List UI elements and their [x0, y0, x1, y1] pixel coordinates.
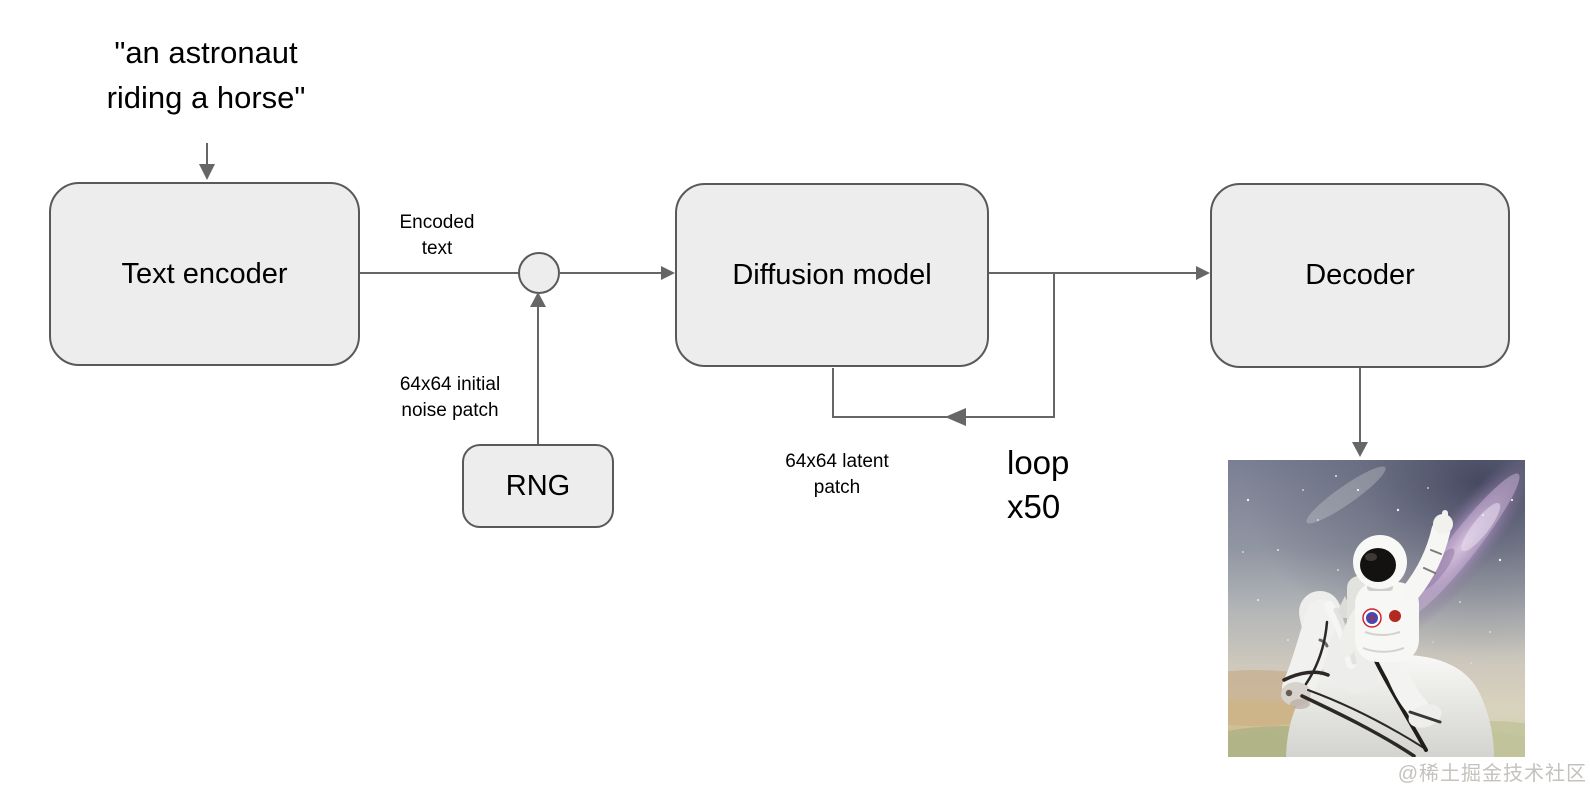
- label-encoded-text: Encoded text: [399, 212, 475, 259]
- label-initial-noise-patch: 64x64 initial noise patch: [399, 374, 501, 421]
- merge-junction-circle: [518, 252, 560, 294]
- watermark: @稀土掘金技术社区: [1397, 763, 1587, 785]
- node-rng: RNG: [462, 444, 614, 528]
- edge-decoder-to-image: [1352, 368, 1368, 457]
- edge-loop-feedback: [832, 273, 1055, 426]
- label-loop-x50: loop x50: [1007, 444, 1070, 525]
- edge-diffusion-to-decoder: [989, 266, 1210, 280]
- chest-patches: [1362, 608, 1401, 628]
- node-diffusion-model: Diffusion model: [675, 183, 989, 367]
- prompt-text: "an astronaut riding a horse": [106, 35, 306, 115]
- label-latent-patch: 64x64 latent patch: [785, 451, 889, 498]
- output-image: [1228, 460, 1525, 757]
- edge-rng-to-junction: [530, 292, 546, 444]
- milky-way-galaxy: [1306, 460, 1525, 638]
- edge-junction-to-diffusion: [559, 266, 675, 280]
- node-decoder: Decoder: [1210, 183, 1510, 368]
- edge-prompt-to-text-encoder: [199, 143, 215, 180]
- node-text-encoder: Text encoder: [49, 182, 360, 366]
- horse: [1281, 591, 1494, 757]
- astronaut: [1338, 510, 1453, 752]
- bridle: [1282, 620, 1425, 757]
